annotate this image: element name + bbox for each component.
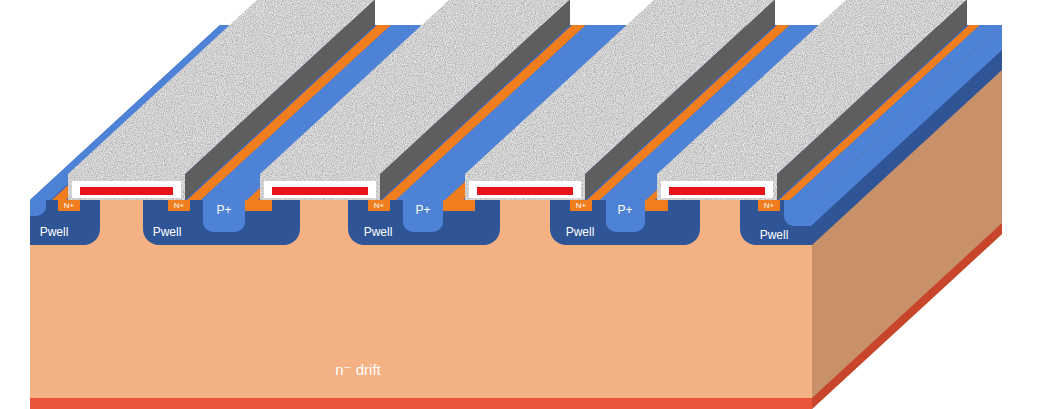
- region-label: N+: [174, 202, 184, 210]
- region-label: N+: [764, 202, 774, 210]
- pwell-region: Pwell N+ P+: [143, 200, 300, 245]
- p-plus-region: [606, 200, 645, 232]
- region-label: N+: [576, 202, 586, 210]
- region-label: Pwell: [153, 226, 182, 238]
- gate-front: [260, 174, 380, 200]
- p-plus-region: P+: [403, 200, 443, 232]
- n-plus-region: [245, 200, 272, 211]
- p-plus-region: P+: [606, 200, 645, 232]
- pwell-region: [550, 200, 700, 245]
- gate-electrode: [477, 187, 573, 195]
- n-plus-region: [645, 200, 668, 211]
- region-label: Pwell: [566, 226, 595, 238]
- n-plus-region: [168, 200, 190, 211]
- p-plus-region: [203, 200, 245, 232]
- region-label: n⁻ drift: [335, 362, 380, 377]
- pwell-region: Pwell N+: [740, 200, 812, 245]
- gate-top: [657, 0, 967, 174]
- gate-front: [465, 174, 585, 200]
- drift-region: [30, 200, 812, 398]
- backside-layer: [30, 398, 812, 409]
- region-label: Pwell: [760, 229, 789, 241]
- p-plus-region: [30, 200, 46, 216]
- region-label: N+: [374, 202, 384, 210]
- n-plus-region: N+: [758, 200, 780, 211]
- region-label: Pwell: [364, 226, 393, 238]
- n-plus-region: [570, 200, 592, 211]
- n-plus-region: N+: [570, 200, 592, 211]
- n-plus-region: [443, 200, 475, 211]
- pwell-region: [348, 200, 500, 245]
- n-plus-region: [758, 200, 780, 211]
- pwell-region: Pwell N+ P+: [550, 200, 700, 245]
- pwell-region: Pwell N+: [30, 200, 100, 245]
- p-plus-region: [784, 200, 812, 226]
- drift-region: n⁻ drift Pwell N+ Pwell N+ P+ Pwell N+ P+ Pwell N+…: [30, 200, 812, 398]
- region-label: N+: [64, 202, 74, 210]
- pwell-region: [30, 200, 100, 245]
- n-plus-region: N+: [168, 200, 190, 211]
- n-plus-region: [368, 200, 390, 211]
- region-label: P+: [415, 204, 430, 216]
- pwell-region: Pwell N+ P+: [348, 200, 500, 245]
- gate-electrode: [669, 187, 765, 195]
- backside-layer-side: [812, 223, 1002, 409]
- region-label: P+: [617, 204, 632, 216]
- n-plus-region: [58, 200, 80, 211]
- gate-front: [68, 174, 185, 200]
- n-plus-region: N+: [368, 200, 390, 211]
- region-label: Pwell: [40, 226, 69, 238]
- gate-electrode: [272, 187, 368, 195]
- pwell-region: [740, 200, 812, 245]
- region-label: P+: [216, 204, 231, 216]
- gate-oxide: [469, 181, 581, 198]
- p-plus-region: [403, 200, 443, 232]
- gate-oxide: [264, 181, 376, 198]
- gate-electrode: [80, 187, 173, 195]
- gate-oxide: [72, 181, 181, 198]
- pwell-region: [143, 200, 300, 245]
- p-plus-region: P+: [203, 200, 245, 232]
- gate-oxide: [661, 181, 773, 198]
- n-plus-region: N+: [58, 200, 80, 211]
- gate-front: [657, 174, 777, 200]
